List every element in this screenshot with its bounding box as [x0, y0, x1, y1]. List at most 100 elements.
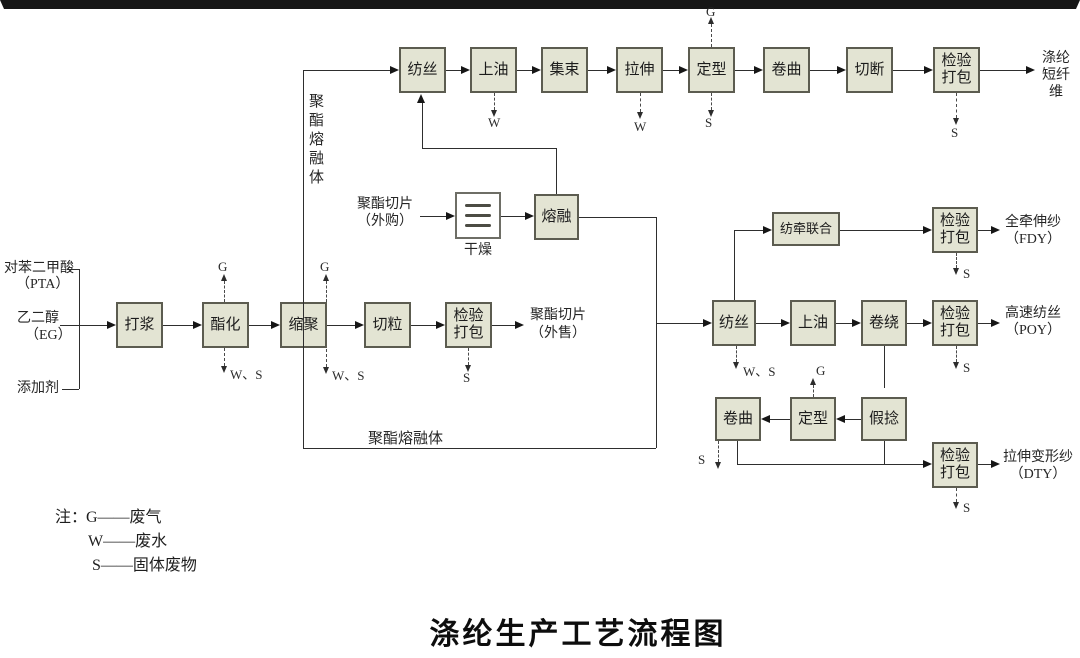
- emission-label-g: G: [816, 363, 826, 378]
- arrowhead-down-icon: [464, 365, 471, 372]
- emission-label-g: G: [706, 4, 716, 19]
- input-additive: 添加剂: [17, 381, 59, 396]
- connector-line: [893, 70, 924, 71]
- melt-label-vertical: 聚酯熔融体: [307, 93, 323, 188]
- dashed-emission-line: [711, 24, 712, 47]
- output-staple-label: 涤纶短纤维: [1042, 51, 1070, 100]
- arrowhead-down-icon: [732, 362, 739, 369]
- arrowhead-right-icon: [515, 320, 524, 329]
- dashed-emission-line: [711, 93, 712, 110]
- emission-label-w: W: [488, 115, 501, 130]
- connector-line: [67, 269, 79, 270]
- arrowhead-right-icon: [107, 320, 116, 329]
- connector-line: [517, 70, 532, 71]
- box-setting-staple: 定型: [688, 47, 735, 93]
- arrowhead-right-icon: [1026, 65, 1035, 74]
- box-esterification: 酯化: [202, 302, 249, 348]
- arrowhead-right-icon: [837, 65, 846, 74]
- arrowhead-up-icon: [220, 274, 227, 281]
- dashed-emission-line: [813, 385, 814, 397]
- box-inspect-pack-poy: 检验打包: [932, 300, 978, 346]
- chips-sold-abbr: （外售）: [530, 326, 586, 341]
- arrowhead-up-icon: [417, 94, 425, 103]
- arrowhead-up-icon: [322, 274, 329, 281]
- emission-label-w: W: [634, 119, 647, 134]
- arrowhead-down-icon: [952, 362, 959, 369]
- melt-line-bottom: [303, 448, 656, 449]
- arrowhead-right-icon: [923, 318, 932, 327]
- melt-label-horizontal: 聚酯熔融体: [368, 431, 444, 447]
- emission-label-s: S: [951, 125, 959, 140]
- input-eg-abbr: （EG）: [25, 328, 72, 343]
- arrowhead-right-icon: [390, 65, 399, 74]
- arrowhead-right-icon: [607, 65, 616, 74]
- melt-line-vertical: [303, 70, 304, 448]
- connector-line: [737, 464, 923, 465]
- arrowhead-right-icon: [446, 211, 455, 220]
- arrowhead-right-icon: [355, 320, 364, 329]
- connector-line: [840, 230, 923, 231]
- dashed-emission-line: [736, 346, 737, 362]
- legend-gas: G——废气: [86, 509, 162, 526]
- arrowhead-right-icon: [436, 320, 445, 329]
- connector-line: [734, 230, 763, 231]
- box-inspect-pack-staple: 检验打包: [933, 47, 980, 93]
- output-dty-label: 拉伸变形纱: [1003, 450, 1073, 465]
- output-dty-abbr: （DTY）: [1009, 467, 1067, 482]
- box-inspect-pack-fdy: 检验打包: [932, 207, 978, 253]
- legend-water: W——废水: [88, 533, 168, 550]
- dashed-emission-line: [326, 281, 327, 302]
- dashed-emission-line: [224, 348, 225, 366]
- connector-line: [836, 323, 852, 324]
- arrowhead-right-icon: [991, 318, 1000, 327]
- emission-label-s: S: [963, 500, 971, 515]
- connector-line: [756, 323, 781, 324]
- dashed-emission-line: [326, 349, 327, 367]
- connector-line: [845, 419, 861, 420]
- box-spinning-staple: 纺丝: [399, 47, 446, 93]
- connector-line: [734, 230, 735, 300]
- melt-line: [303, 70, 391, 71]
- connector-line: [327, 325, 355, 326]
- input-pta-name: 对苯二甲酸: [4, 261, 74, 276]
- connector-line: [163, 325, 193, 326]
- dashed-emission-line: [956, 346, 957, 362]
- dashed-emission-line: [468, 348, 469, 365]
- arrowhead-right-icon: [852, 318, 861, 327]
- output-poy-label: 高速纺丝: [1005, 306, 1061, 321]
- chips-purchased-label: 聚酯切片: [357, 197, 413, 212]
- box-cutting: 切断: [846, 47, 893, 93]
- arrowhead-down-icon: [952, 118, 959, 125]
- dashed-emission-line: [640, 93, 641, 112]
- box-crimping-staple: 卷曲: [763, 47, 810, 93]
- arrowhead-down-icon: [220, 366, 227, 373]
- connector-line: [770, 419, 790, 420]
- emission-label-s: S: [698, 452, 706, 467]
- connector-line: [79, 269, 80, 389]
- connector-line: [422, 103, 423, 148]
- box-pulping: 打浆: [116, 302, 163, 348]
- drying-tray-icon: [465, 224, 491, 227]
- arrowhead-down-icon: [952, 502, 959, 509]
- box-bundling: 集束: [541, 47, 588, 93]
- arrowhead-down-icon: [636, 112, 643, 119]
- arrowhead-left-icon: [761, 414, 770, 423]
- box-false-twist: 假捻: [861, 397, 907, 441]
- drying-tray-icon: [465, 214, 491, 217]
- connector-line: [422, 148, 556, 149]
- arrowhead-down-icon: [490, 110, 497, 117]
- connector-line: [411, 325, 436, 326]
- connector-line: [446, 70, 461, 71]
- emission-label-s: S: [705, 115, 713, 130]
- emission-label-s: S: [963, 266, 971, 281]
- arrowhead-right-icon: [679, 65, 688, 74]
- input-pta-abbr: （PTA）: [16, 277, 70, 292]
- connector-line: [978, 230, 991, 231]
- melt-line: [656, 323, 703, 324]
- arrowhead-down-icon: [707, 110, 714, 117]
- chips-purchased-abbr: （外购）: [357, 214, 413, 229]
- legend-solid: S——固体废物: [92, 557, 197, 574]
- box-crimping-dty: 卷曲: [715, 397, 761, 441]
- arrowhead-right-icon: [923, 225, 932, 234]
- connector-line: [978, 464, 991, 465]
